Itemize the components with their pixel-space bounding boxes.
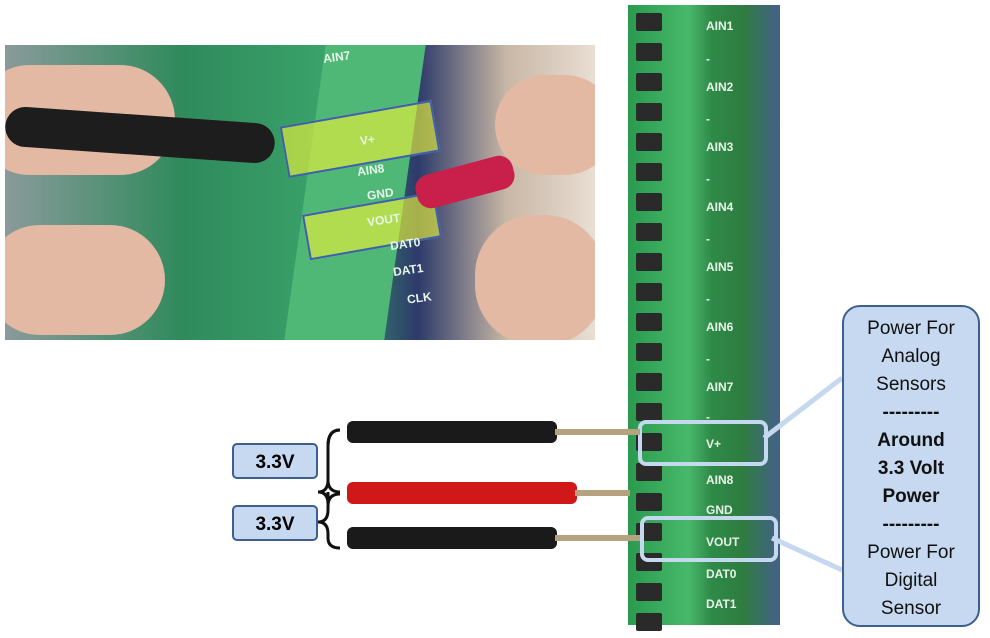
terminal-pin <box>636 133 662 151</box>
board-label: AIN5 <box>706 260 734 274</box>
terminal-pin <box>636 103 662 121</box>
probe-tip <box>555 429 640 435</box>
board-label: GND <box>706 503 733 517</box>
probe-measurement-photo: AIN7 V+ AIN8 GND VOUT DAT0 DAT1 CLK <box>5 45 595 340</box>
connector-vout <box>770 535 844 573</box>
board-label: VOUT <box>706 535 740 549</box>
callout-text: Sensors <box>876 374 946 395</box>
board-label: - <box>706 292 710 306</box>
terminal-pin <box>636 223 662 241</box>
board-label: AIN3 <box>706 140 734 154</box>
board-label: DAT1 <box>706 597 737 611</box>
board-label: AIN8 <box>706 473 734 487</box>
board-label: V+ <box>706 437 722 451</box>
board-label: - <box>706 52 710 66</box>
finger <box>5 225 165 335</box>
callout-bold: 3.3 Volt <box>877 458 945 479</box>
board-label: AIN4 <box>706 200 734 214</box>
vplus-highlight-box <box>638 420 768 466</box>
terminal-pin <box>636 13 662 31</box>
callout-text: Power For <box>867 318 955 339</box>
callout-bold: Power <box>882 486 940 507</box>
terminal-pin <box>636 493 662 511</box>
callout-bold: Around <box>877 430 945 451</box>
probe-tip <box>555 535 640 541</box>
terminal-pin <box>636 373 662 391</box>
board-label: - <box>706 352 710 366</box>
terminal-pin <box>636 613 662 631</box>
board-label: AIN7 <box>706 380 734 394</box>
red-probe <box>347 482 577 504</box>
board-label: DAT0 <box>706 567 737 581</box>
terminal-pin <box>636 433 662 451</box>
connector-vplus <box>762 376 844 440</box>
terminal-pin <box>636 283 662 301</box>
board-label: - <box>706 172 710 186</box>
terminal-pin <box>636 403 662 421</box>
terminal-pin <box>636 73 662 91</box>
terminal-pin <box>636 163 662 181</box>
probe-tip <box>575 490 630 496</box>
finger <box>495 75 595 175</box>
terminal-pin <box>636 343 662 361</box>
callout-separator: --------- <box>882 514 940 535</box>
board-label: - <box>706 112 710 126</box>
brace-bottom <box>317 492 341 550</box>
terminal-pin <box>636 583 662 601</box>
board-label: - <box>706 232 710 246</box>
power-callout: Power For Analog Sensors --------- Aroun… <box>842 305 980 627</box>
black-probe-top <box>347 421 557 443</box>
callout-text: Sensor <box>880 598 942 619</box>
callout-text: Analog <box>881 346 941 367</box>
board-label: AIN6 <box>706 320 734 334</box>
black-probe-bottom <box>347 527 557 549</box>
terminal-pin <box>636 193 662 211</box>
terminal-pin <box>636 463 662 481</box>
callout-separator: --------- <box>882 402 940 423</box>
board-label: AIN2 <box>706 80 734 94</box>
voltage-label-bottom: 3.3V <box>232 505 318 541</box>
terminal-pin <box>636 43 662 61</box>
board-label: AIN1 <box>706 19 734 33</box>
callout-text: Power For <box>867 542 955 563</box>
terminal-pin <box>636 313 662 331</box>
terminal-pin <box>636 253 662 271</box>
board-label: - <box>706 410 710 424</box>
callout-text: Digital <box>884 570 938 591</box>
voltage-label-top: 3.3V <box>232 443 318 479</box>
finger <box>475 215 595 340</box>
terminal-board-closeup: AIN1 - AIN2 - AIN3 - AIN4 - AIN5 - AIN6 - AIN7 - V+ AIN… <box>628 5 780 631</box>
